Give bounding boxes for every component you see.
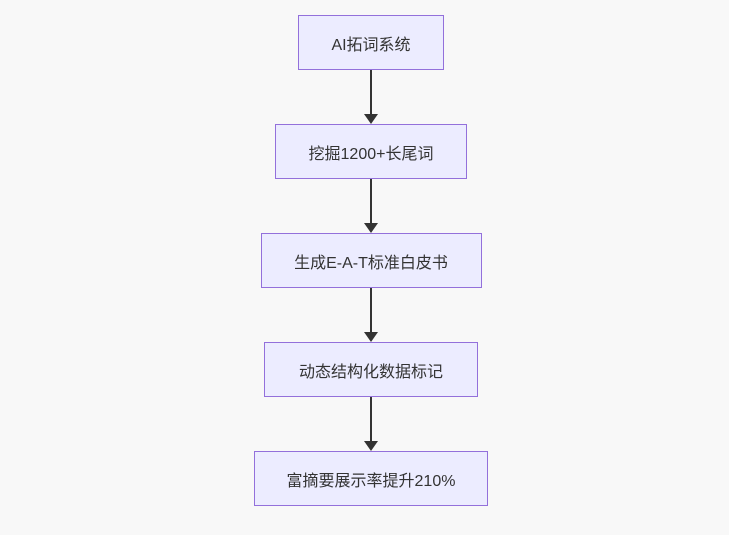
- arrow-down-icon: [364, 332, 378, 342]
- flow-arrow-3: [364, 288, 378, 342]
- flow-arrow-1: [364, 70, 378, 124]
- flow-arrow-4: [364, 397, 378, 451]
- arrow-line: [370, 179, 372, 223]
- arrow-down-icon: [364, 114, 378, 124]
- flow-node-label: AI拓词系统: [331, 36, 411, 54]
- flow-node-eat-whitepaper: 生成E-A-T标准白皮书: [260, 233, 482, 288]
- flow-node-label: 生成E-A-T标准白皮书: [294, 254, 448, 272]
- arrow-line: [370, 397, 372, 441]
- arrow-line: [370, 288, 372, 332]
- arrow-down-icon: [364, 223, 378, 233]
- flow-node-structured-data: 动态结构化数据标记: [264, 342, 478, 397]
- flowchart-column: AI拓词系统 挖掘1200+长尾词 生成E-A-T标准白皮书 动态结构化数据标记: [254, 15, 488, 506]
- flow-node-label: 富摘要展示率提升210%: [286, 472, 456, 490]
- flow-node-longtail-mining: 挖掘1200+长尾词: [275, 124, 467, 179]
- arrow-line: [370, 70, 372, 114]
- flow-node-label: 挖掘1200+长尾词: [308, 145, 434, 163]
- flow-node-ai-expansion: AI拓词系统: [298, 15, 444, 70]
- flow-node-rich-snippet-result: 富摘要展示率提升210%: [254, 451, 488, 506]
- flow-node-label: 动态结构化数据标记: [298, 363, 443, 381]
- arrow-down-icon: [364, 441, 378, 451]
- flow-arrow-2: [364, 179, 378, 233]
